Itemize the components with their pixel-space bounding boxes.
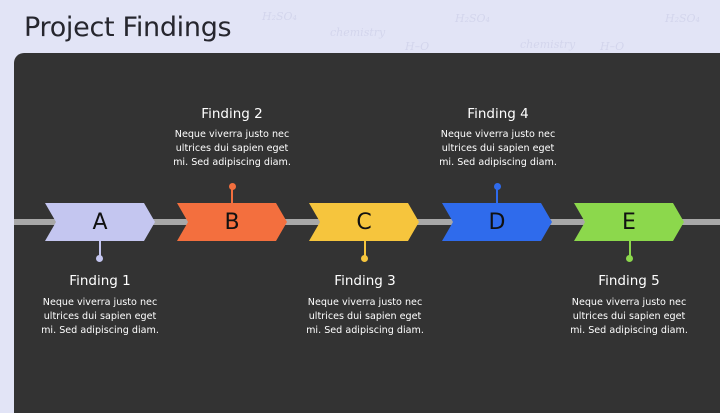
finding-4-body: Neque viverra justo nec ultrices dui sap… <box>418 128 578 170</box>
connector-dot-c <box>361 255 368 262</box>
finding-3-line3: mi. Sed adipiscing diam. <box>306 325 424 336</box>
connector-dot-a <box>96 255 103 262</box>
finding-3-body: Neque viverra justo nec ultrices dui sap… <box>285 296 445 338</box>
formula-doodle: chemistry <box>330 26 386 39</box>
finding-4-title: Finding 4 <box>467 106 529 122</box>
finding-4-line2: ultrices dui sapien eget <box>441 143 555 154</box>
background-doodles: H₂SO₄ chemistry H₂SO₄ H–O chemistry H–O … <box>0 0 720 60</box>
connector-dot-b <box>229 183 236 190</box>
finding-1-line3: mi. Sed adipiscing diam. <box>41 325 159 336</box>
finding-1-line1: Neque viverra justo nec <box>42 297 158 308</box>
finding-5-line3: mi. Sed adipiscing diam. <box>570 325 688 336</box>
finding-2-line3: mi. Sed adipiscing diam. <box>173 157 291 168</box>
finding-2-line2: ultrices dui sapien eget <box>175 143 289 154</box>
page-title: Project Findings <box>24 12 232 43</box>
finding-5-line2: ultrices dui sapien eget <box>572 311 686 322</box>
formula-doodle: H–O <box>405 40 430 53</box>
connector-dot-e <box>626 255 633 262</box>
finding-4-line1: Neque viverra justo nec <box>440 129 556 140</box>
step-b-chevron: B <box>177 203 287 241</box>
formula-doodle: H₂SO₄ <box>665 12 700 25</box>
step-d-chevron: D <box>442 203 552 241</box>
step-c-letter: C <box>356 209 372 235</box>
step-a-chevron: A <box>45 203 155 241</box>
connector-dot-d <box>494 183 501 190</box>
finding-1-body: Neque viverra justo nec ultrices dui sap… <box>20 296 180 338</box>
formula-doodle: H–O <box>600 40 625 53</box>
finding-5-body: Neque viverra justo nec ultrices dui sap… <box>549 296 709 338</box>
step-e-chevron: E <box>574 203 684 241</box>
finding-3-line1: Neque viverra justo nec <box>307 297 423 308</box>
step-b-letter: B <box>224 209 240 235</box>
finding-3-line2: ultrices dui sapien eget <box>308 311 422 322</box>
finding-2-line1: Neque viverra justo nec <box>174 129 290 140</box>
finding-3-title: Finding 3 <box>334 273 396 289</box>
formula-doodle: H₂SO₄ <box>262 10 297 23</box>
connector-e <box>629 241 631 257</box>
step-e-letter: E <box>622 209 636 235</box>
finding-5-title: Finding 5 <box>598 273 660 289</box>
finding-4-line3: mi. Sed adipiscing diam. <box>439 157 557 168</box>
connector-d <box>496 188 498 204</box>
formula-doodle: chemistry <box>520 38 576 51</box>
connector-b <box>231 188 233 204</box>
connector-a <box>99 241 101 257</box>
finding-5-line1: Neque viverra justo nec <box>571 297 687 308</box>
connector-c <box>364 241 366 257</box>
finding-1-title: Finding 1 <box>69 273 131 289</box>
formula-doodle: H₂SO₄ <box>455 12 490 25</box>
step-a-letter: A <box>92 209 108 235</box>
finding-2-title: Finding 2 <box>201 106 263 122</box>
step-c-chevron: C <box>309 203 419 241</box>
finding-2-body: Neque viverra justo nec ultrices dui sap… <box>152 128 312 170</box>
finding-1-line2: ultrices dui sapien eget <box>43 311 157 322</box>
step-d-letter: D <box>488 209 506 235</box>
